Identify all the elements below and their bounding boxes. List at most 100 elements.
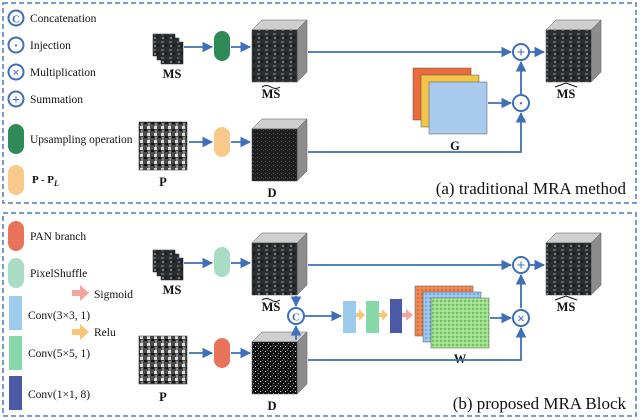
svg-text:+: +	[12, 93, 20, 108]
pan-branch-label: PAN branch	[30, 231, 86, 243]
pan-branch-swatch-icon	[8, 221, 24, 251]
svg-text:+: +	[517, 258, 526, 274]
d-cube-b	[251, 331, 308, 395]
upsampling-swatch-icon	[8, 124, 24, 154]
pixel-shuffle-block-b	[214, 247, 230, 277]
ms-upsampled-label-b: MS	[262, 300, 281, 314]
multiplication-label: Multiplication	[30, 67, 96, 79]
relu-arrow-icon	[356, 309, 365, 321]
d-label-b: D	[267, 399, 276, 413]
panel-a-caption: (a) traditional MRA method	[436, 179, 627, 198]
svg-text:C: C	[292, 312, 300, 324]
sigmoid-arrow-icon	[72, 285, 89, 301]
hat-mark-a	[554, 82, 578, 88]
concatenation-icon	[7, 9, 25, 27]
summation-label: Summation	[30, 94, 83, 106]
g-block	[412, 67, 488, 135]
svg-text:·: ·	[14, 39, 19, 54]
ms-input-image-b	[152, 249, 184, 281]
conv3-swatch-icon	[9, 296, 22, 330]
ms-upsampled-cube-b	[251, 232, 308, 296]
legend-concatenation: C Concatenation	[7, 9, 97, 27]
injection-icon	[7, 36, 25, 54]
conv5-label: Conv(5×5, 1)	[28, 348, 90, 360]
upsampling-block-a	[214, 31, 230, 61]
upsampling-label: Upsampling operation	[30, 134, 133, 146]
ms-output-cube-a	[545, 19, 602, 83]
legend-p-minus-pl: P - PL	[8, 165, 59, 195]
ms-label-b: MS	[163, 283, 182, 297]
legend-sigmoid: Sigmoid	[72, 285, 133, 301]
summation-icon	[512, 256, 530, 274]
pixel-shuffle-swatch-icon	[8, 258, 24, 288]
p-label-a: P	[159, 175, 167, 189]
tilde-mark-b	[261, 298, 281, 302]
tilde-mark-a	[261, 85, 281, 89]
w-block	[414, 285, 490, 349]
injection-operator-a: ·	[512, 94, 530, 112]
conv5-block-b	[366, 301, 379, 333]
summation-icon	[512, 43, 530, 61]
sigmoid-label: Sigmoid	[94, 289, 133, 301]
multiplication-icon	[512, 309, 530, 327]
legend-summation: + Summation	[7, 90, 83, 108]
ms-output-cube-b	[545, 232, 602, 296]
panel-b-caption: (b) proposed MRA Block	[453, 394, 627, 413]
p-minus-pl-block-a	[214, 127, 230, 157]
hat-mark-b	[554, 295, 578, 301]
injection-label: Injection	[30, 40, 71, 52]
pan-branch-block-b	[214, 338, 230, 368]
sigmoid-arrow-icon	[402, 309, 413, 321]
w-label: W	[454, 352, 467, 366]
svg-text:C: C	[12, 14, 20, 26]
ms-input-image-a	[152, 33, 184, 65]
legend-upsampling: Upsampling operation	[8, 124, 133, 154]
legend-multiplication: × Multiplication	[7, 63, 96, 81]
panel-b-border	[2, 212, 637, 417]
relu-arrow-icon	[379, 309, 388, 321]
panel-a-border	[2, 2, 637, 204]
conv1-block-b	[390, 299, 402, 333]
legend-conv3: Conv(3×3, 1)	[9, 296, 90, 330]
ms-upsampled-cube-a	[251, 19, 308, 83]
ms-output-label-b: MS	[557, 300, 576, 314]
p-label-b: P	[159, 390, 167, 404]
conv1-swatch-icon	[9, 376, 22, 410]
p-input-image-a	[138, 121, 188, 171]
conv3-block-b	[343, 301, 356, 333]
summation-operator-b: +	[512, 256, 530, 274]
svg-text:+: +	[517, 45, 526, 61]
legend-pixel-shuffle: PixelShuffle	[8, 258, 87, 288]
svg-text:·: ·	[518, 96, 523, 112]
conv1-label: Conv(1×1, 8)	[28, 389, 90, 401]
multiplication-operator-b: ×	[512, 309, 530, 327]
injection-icon	[512, 94, 530, 112]
relu-arrow-icon	[72, 324, 89, 340]
p-minus-pl-swatch-icon	[8, 165, 24, 195]
d-cube-a	[251, 118, 308, 182]
p-minus-pl-label: P - PL	[32, 174, 59, 188]
arrows-panel-b	[184, 257, 546, 361]
d-label-a: D	[267, 186, 276, 200]
ms-upsampled-label-a: MS	[262, 87, 281, 101]
legend-conv1: Conv(1×1, 8)	[9, 376, 90, 410]
ms-output-label-a: MS	[557, 87, 576, 101]
legend-injection: · Injection	[7, 36, 71, 54]
svg-text:×: ×	[12, 65, 19, 80]
summation-icon	[7, 90, 25, 108]
multiplication-icon	[7, 63, 25, 81]
conv3-label: Conv(3×3, 1)	[28, 310, 90, 322]
summation-operator-a: +	[512, 43, 530, 61]
legend-conv5: Conv(5×5, 1)	[9, 336, 90, 370]
conv5-swatch-icon	[9, 336, 22, 370]
svg-text:×: ×	[517, 312, 525, 327]
ms-label-a: MS	[163, 67, 182, 81]
pixel-shuffle-label: PixelShuffle	[30, 268, 87, 280]
g-label: G	[450, 139, 460, 153]
concatenation-label: Concatenation	[30, 13, 97, 25]
legend-pan-branch: PAN branch	[8, 221, 86, 251]
conv-chain-b	[343, 299, 413, 333]
concatenation-operator-b: C	[287, 307, 305, 325]
p-input-image-b	[138, 335, 188, 385]
